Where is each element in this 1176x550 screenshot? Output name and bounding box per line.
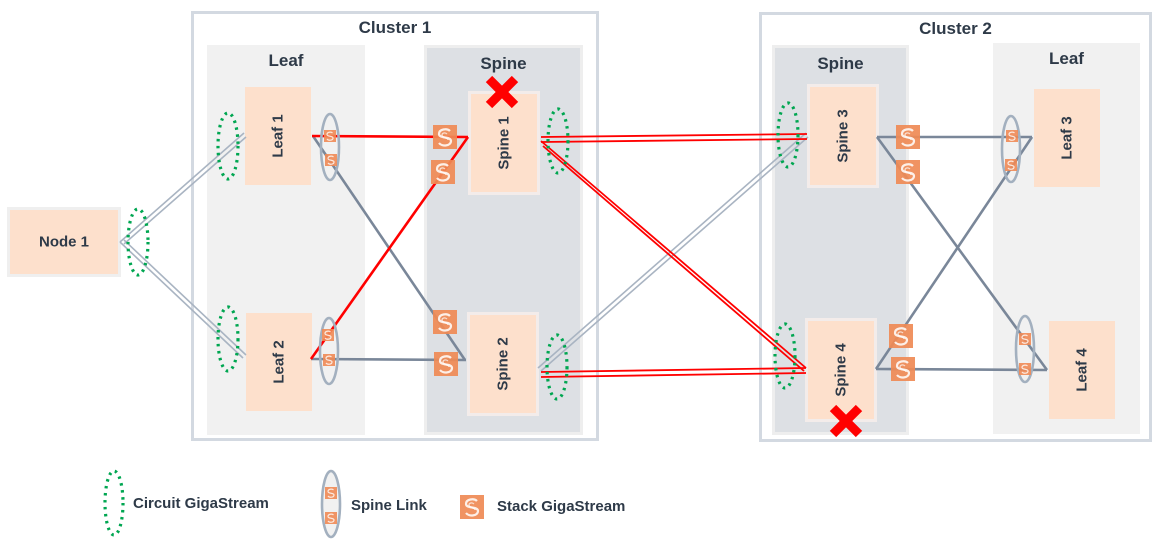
spine-3-label: Spine 3 <box>834 109 852 163</box>
spine-4-label: Spine 4 <box>832 343 850 397</box>
spine-2-label: Spine 2 <box>494 337 512 391</box>
cluster-1-title: Cluster 1 <box>358 18 432 37</box>
leaf-1[interactable]: Leaf 1 <box>245 87 311 185</box>
spine-1-label: Spine 1 <box>495 116 513 170</box>
leaf-1-label: Leaf 1 <box>269 114 287 158</box>
legend-spine-link-icon <box>320 469 342 539</box>
legend-circuit-gigastream-label: Circuit GigaStream <box>133 495 269 512</box>
spine-1[interactable]: Spine 1 <box>468 91 540 195</box>
cluster-1-spine-zone-title: Spine <box>480 54 527 73</box>
spine-2[interactable]: Spine 2 <box>467 312 539 416</box>
cluster-2-leaf-zone-title: Leaf <box>1049 49 1084 68</box>
cluster-2-spine-zone-title: Spine <box>817 54 864 73</box>
spine-3[interactable]: Spine 3 <box>807 84 879 188</box>
leaf-2-label: Leaf 2 <box>270 340 288 384</box>
legend-circuit-gigastream-icon <box>103 469 125 537</box>
leaf-4-label: Leaf 4 <box>1073 348 1091 392</box>
spine-4[interactable]: Spine 4 <box>805 318 877 422</box>
legend-stack-gigastream-icon <box>458 493 486 521</box>
legend-stack-gigastream-label: Stack GigaStream <box>497 498 626 515</box>
node-1[interactable]: Node 1 <box>7 207 121 277</box>
cluster-2-title: Cluster 2 <box>919 19 992 38</box>
leaf-3[interactable]: Leaf 3 <box>1034 89 1100 187</box>
cluster-1-leaf-zone-title: Leaf <box>268 51 304 70</box>
circuit-node1 <box>126 207 150 277</box>
node-1-label: Node 1 <box>38 233 89 251</box>
leaf-3-label: Leaf 3 <box>1058 116 1076 160</box>
leaf-4[interactable]: Leaf 4 <box>1049 321 1115 419</box>
leaf-2[interactable]: Leaf 2 <box>246 313 312 411</box>
legend-spine-link-label: Spine Link <box>351 497 427 514</box>
